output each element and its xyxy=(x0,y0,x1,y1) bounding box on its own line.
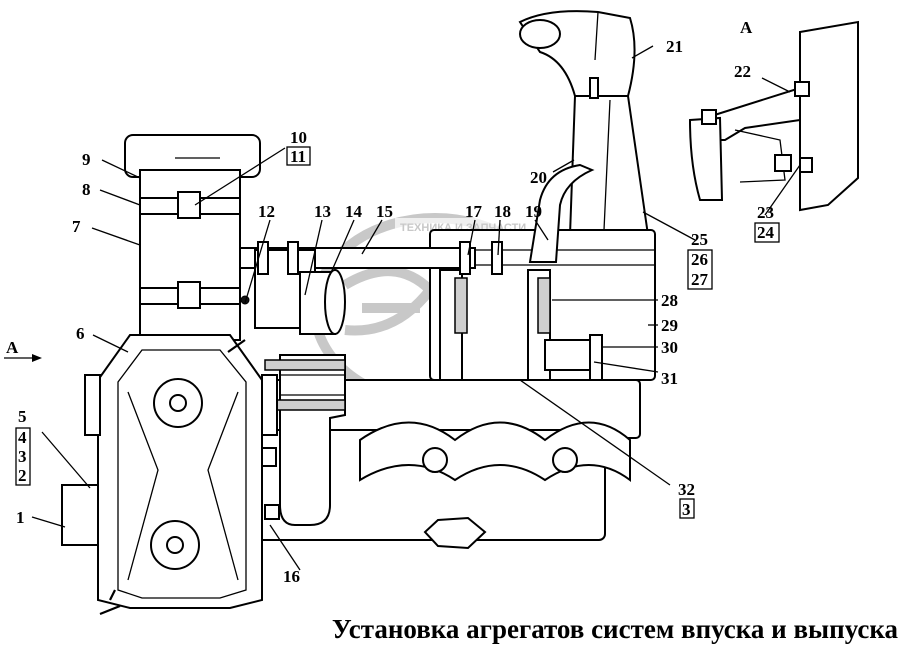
label-5: 5 xyxy=(18,407,27,426)
label-frames xyxy=(15,146,780,519)
label-28: 28 xyxy=(661,291,678,310)
view-arrow-a xyxy=(4,354,42,362)
label-27: 27 xyxy=(691,270,709,289)
label-3: 3 xyxy=(18,447,27,466)
label-7: 7 xyxy=(72,217,81,236)
label-11: 11 xyxy=(290,147,306,166)
exhaust-pipe xyxy=(518,10,650,236)
label-21: 21 xyxy=(666,37,683,56)
label-arrow-a: A xyxy=(6,338,19,357)
label-12: 12 xyxy=(258,202,275,221)
label-15: 15 xyxy=(376,202,393,221)
bent-pipe xyxy=(528,163,595,263)
label-14: 14 xyxy=(345,202,363,221)
leader-lines xyxy=(31,45,801,571)
label-22: 22 xyxy=(734,62,751,81)
air-cleaner xyxy=(124,134,261,341)
label-17: 17 xyxy=(465,202,483,221)
intake-tube xyxy=(239,241,503,335)
label-33: 3 xyxy=(682,500,691,519)
label-view-a: A xyxy=(740,18,753,37)
label-6: 6 xyxy=(76,324,85,343)
label-8: 8 xyxy=(82,180,91,199)
label-16: 16 xyxy=(283,567,300,586)
view-a-detail xyxy=(688,20,859,212)
label-32: 32 xyxy=(678,480,695,499)
label-31: 31 xyxy=(661,369,678,388)
engine-block xyxy=(239,354,641,550)
label-25: 25 xyxy=(691,230,708,249)
label-9: 9 xyxy=(82,150,91,169)
label-18: 18 xyxy=(494,202,511,221)
air-cleaner-bowl xyxy=(61,334,278,616)
label-1: 1 xyxy=(16,508,25,527)
label-29: 29 xyxy=(661,316,678,335)
label-30: 30 xyxy=(661,338,678,357)
label-24: 24 xyxy=(757,223,775,242)
label-23: 23 xyxy=(757,203,774,222)
label-10: 10 xyxy=(290,128,307,147)
label-13: 13 xyxy=(314,202,331,221)
label-26: 26 xyxy=(691,250,708,269)
label-20: 20 xyxy=(530,168,547,187)
page-title: Установка агрегатов систем впуска и выпу… xyxy=(331,614,898,644)
part-labels: 21 A 22 20 10 11 9 8 7 12 13 14 15 17 18… xyxy=(6,18,775,586)
label-4: 4 xyxy=(18,428,27,447)
label-19: 19 xyxy=(525,202,542,221)
label-2: 2 xyxy=(18,466,27,485)
